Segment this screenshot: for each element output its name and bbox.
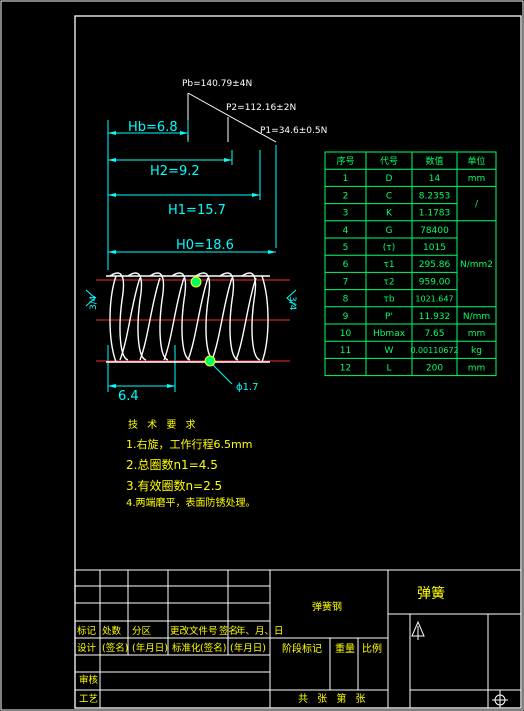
table-unit-cell: N/mm2 [460,260,493,270]
requirement-1: 1.右旋，工作行程6.5mm [126,437,252,451]
tb-review: 审核 [79,674,99,686]
load-p2-label: P2=112.16±2N [226,103,296,113]
tb-standard-sign: (签名) [200,642,226,654]
table-cell: 0.00110672 [410,346,458,355]
table-cell: (τ) [383,243,395,253]
requirement-4: 4.两端磨平，表面防锈处理。 [126,496,256,509]
table-cell: 8.2353 [419,191,451,201]
table-unit-cell: mm [468,363,486,373]
table-cell: 1.1783 [419,209,451,219]
projection-symbol [411,620,508,708]
dimension-lines [107,120,277,392]
table-cell: τb [383,295,394,305]
tb-standard-date: (年月日) [230,642,266,654]
parameter-table: 序号 代号 数值 单位 1 D 14 mm 2 C 8.2353 / 3 K 1.1783 4 G 78400N/… [324,151,497,377]
tb-signature: 签名 [219,625,238,637]
tb-design: 设计 [77,642,97,654]
table-unit-cell: / [475,200,479,210]
tb-mark: 标记 [77,625,97,637]
tb-process: 工艺 [79,694,98,705]
table-cell: P' [385,312,393,322]
table-header-cell: 序号 [336,155,354,167]
tb-zone: 分区 [132,626,152,637]
table-cell: G [386,226,393,236]
table-cell: K [386,209,393,219]
table-cell: 12 [340,363,351,373]
table-cell: 2 [343,191,349,201]
table-cell: C [386,191,392,201]
table-header-cell: 单位 [467,155,485,167]
table-cell: 14 [429,174,441,184]
table-cell: 4 [343,226,349,236]
table-unit-cell: N/mm [463,312,490,322]
table-cell: 5 [343,243,349,253]
table-cell: 3 [343,209,349,219]
table-unit-cell: mm [468,174,486,184]
table-cell: τ2 [383,277,394,287]
end-markers [85,289,297,307]
table-header-cell: 代号 [380,156,398,167]
material-label: 弹簧钢 [312,600,342,613]
load-p1-label: P1=34.6±0.5N [260,126,327,136]
table-cell: 7 [343,277,349,287]
table-cell: W [385,346,394,356]
table-unit-cell: kg [471,346,482,356]
tb-stage: 阶段标记 [282,642,322,655]
tb-design-sign: (签名) [102,642,128,654]
table-cell: 1015 [423,243,446,253]
dim-hb: Hb=6.8 [128,120,178,135]
table-cell: 200 [426,363,443,373]
dim-left-end: 3/4 [89,295,99,310]
tb-sheets: 共 张 第 张 [298,692,369,705]
wire-section-markers [190,276,216,367]
tb-standard: 标准化 [172,642,201,654]
spring-coils [106,272,270,363]
dim-right-end: 3/4 [287,296,297,311]
table-cell: 7.65 [424,329,444,339]
table-header-cell: 数值 [425,155,443,167]
dimension-arrows [108,131,276,388]
load-pb-label: Pb=140.79±4N [182,79,252,89]
table-cell: 295.86 [419,260,451,270]
dim-h0: H0=18.6 [176,238,234,253]
requirement-3: 3.有效圈数n=2.5 [126,478,222,493]
table-cell: 8 [343,295,349,305]
table-cell: L [386,363,391,373]
table-cell: Hbmax [373,329,406,339]
tb-date: 年、月、日 [236,625,284,637]
tb-change-doc: 更改文件号 [170,625,218,637]
table-cell: τ1 [383,260,394,270]
tb-weight: 重量 [335,642,355,655]
table-cell: D [386,174,393,184]
dim-pitch: 6.4 [118,389,139,404]
part-name: 弹簧 [417,586,445,602]
tb-design-date: (年月日) [132,642,168,654]
requirement-2: 2.总圈数n1=4.5 [126,457,218,472]
tb-count: 处数 [102,625,122,637]
table-cell: 10 [340,329,352,339]
dim-h1: H1=15.7 [168,203,226,218]
table-cell: 6 [343,260,349,270]
dim-wire-diameter: ϕ1.7 [236,382,259,393]
table-cell: 1 [343,174,349,184]
spring-centerlines [96,279,290,362]
table-cell: 11 [340,346,351,356]
tb-scale: 比例 [362,642,382,655]
table-cell: 78400 [420,226,449,236]
table-unit-cell: mm [468,329,486,339]
table-cell: 11.932 [419,312,451,322]
title-block [75,569,521,708]
table-cell: 9 [343,312,349,322]
table-cell: 959.00 [419,277,451,287]
table-cell: 1021.647 [415,295,453,304]
dim-h2: H2=9.2 [150,164,200,179]
requirements-title: 技 术 要 求 [128,418,199,431]
